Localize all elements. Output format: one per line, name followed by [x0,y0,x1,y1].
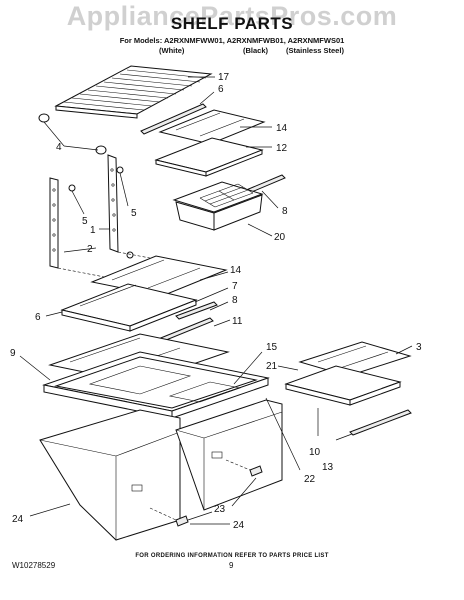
watermark: AppliancePartsPros.com [66,1,398,31]
callout-20: 20 [274,232,286,243]
callout-11: 11 [232,316,243,327]
crisper-drawer-right [175,399,283,511]
callout-24-right: 24 [233,520,245,531]
trim-bar-middle [175,301,218,320]
color-white: (White) [159,46,185,55]
callout-2: 2 [87,244,93,255]
callout-7: 7 [232,281,238,292]
page-number: 9 [229,561,234,570]
callout-15: 15 [266,342,278,353]
end-cap-left [38,113,50,123]
color-black: (Black) [243,46,269,55]
callout-12: 12 [276,143,288,154]
crisper-drawer-left [39,409,181,541]
screw-left [68,184,76,192]
callout-9: 9 [10,348,16,359]
ordering-note: FOR ORDERING INFORMATION REFER TO PARTS … [135,553,329,559]
screw-right-lower [126,251,134,259]
callout-10: 10 [309,447,321,458]
callout-24-left: 24 [12,514,24,525]
callout-5-left: 5 [82,216,88,227]
trim-bar-right [349,409,412,436]
callout-8-middle: 8 [232,295,238,306]
callout-5-right: 5 [131,208,137,219]
callout-6-upper: 6 [218,84,224,95]
wire-shelf [54,65,213,119]
callout-23: 23 [214,504,226,515]
callout-14-upper: 14 [276,123,288,134]
models-line: For Models: A2RXNMFWW01, A2RXNMFWB01, A2… [119,36,345,45]
drawer-slide-left [175,515,189,527]
callout-6-middle: 6 [35,312,41,323]
callout-22: 22 [304,474,316,485]
callout-14-middle: 14 [230,265,242,276]
page-title: SHELF PARTS [170,14,294,33]
color-stainless: (Stainless Steel) [286,46,344,55]
side-rail-right [107,154,119,253]
callout-1: 1 [90,225,96,236]
shelf-frame-right [284,365,402,406]
shelf-frame-middle [60,283,198,332]
side-rail-left [49,177,59,269]
callout-17: 17 [218,72,230,83]
drawer-slide-right [249,465,263,477]
trim-strip-upper [140,103,207,135]
callout-8-upper: 8 [282,206,288,217]
callout-4: 4 [56,142,62,153]
crisper-drawer-small [172,181,264,231]
document-number: W10278529 [12,561,56,570]
callout-3: 3 [416,342,422,353]
callout-13: 13 [322,462,334,473]
screw-right-upper [116,166,124,174]
leader-lines [19,76,413,525]
callout-21: 21 [266,361,278,372]
shelf-frame-upper [154,137,264,177]
glass-shelf-upper [158,109,266,145]
